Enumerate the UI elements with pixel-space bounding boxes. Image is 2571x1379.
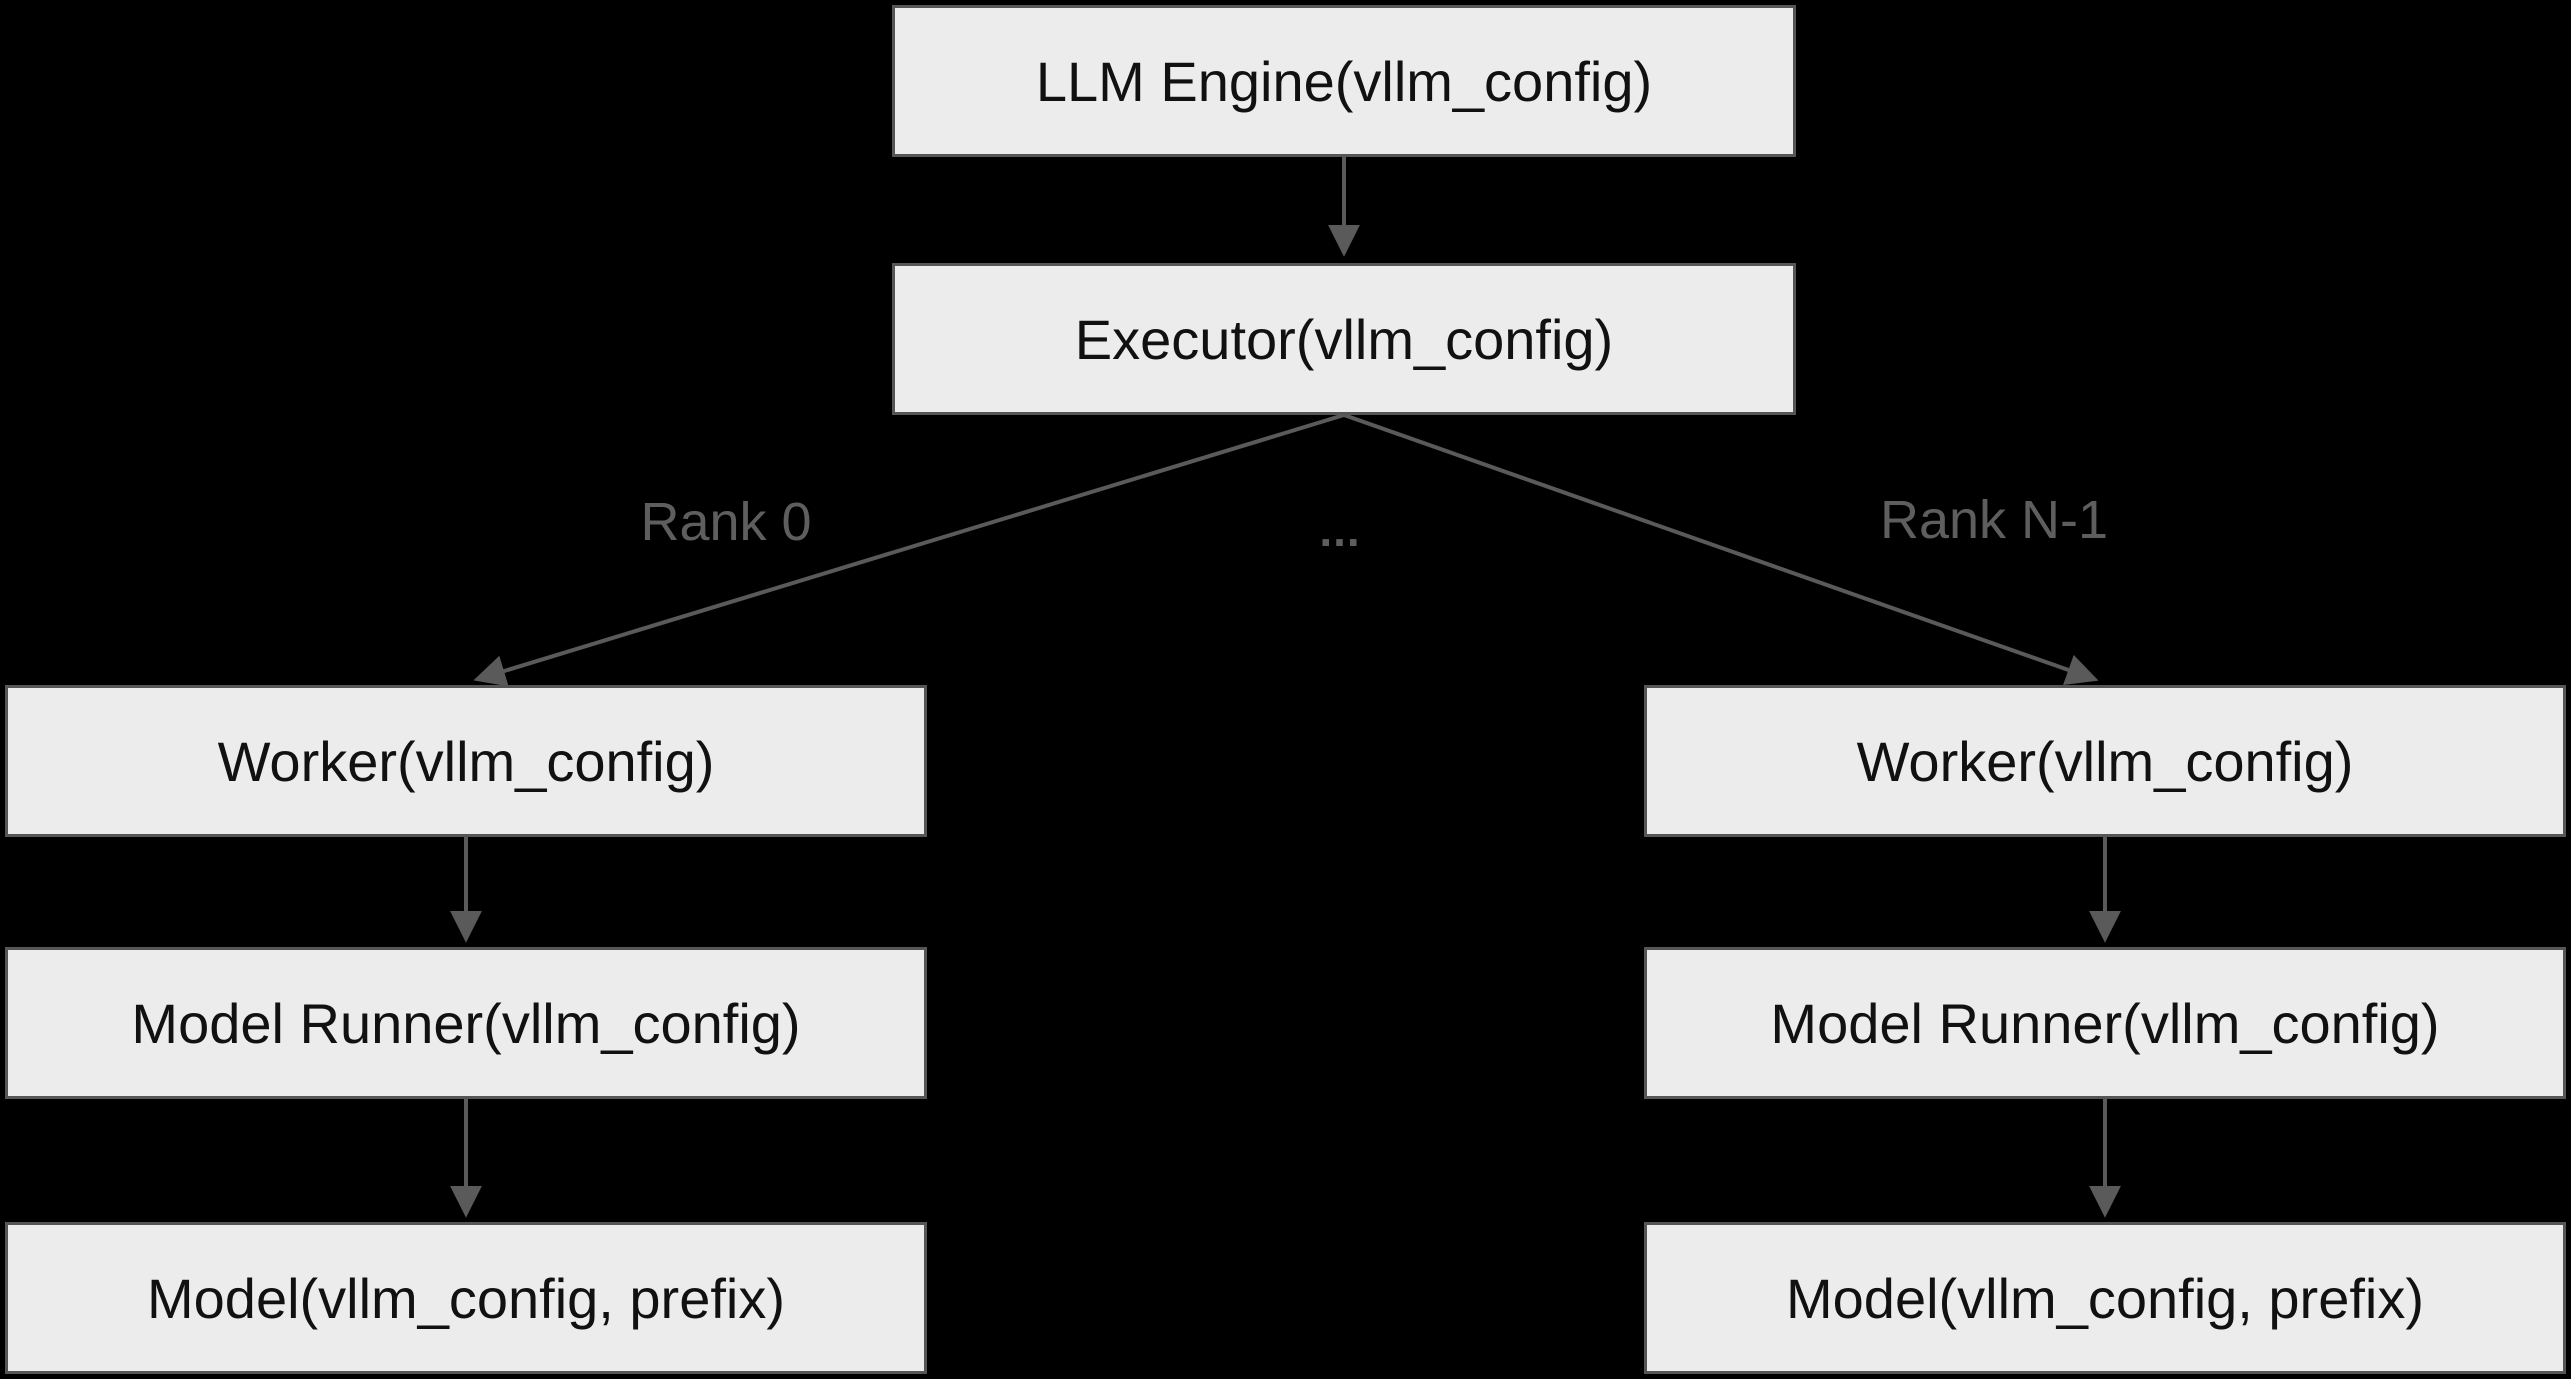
node-worker-0: Worker(vllm_config) <box>5 685 927 837</box>
node-model-n: Model(vllm_config, prefix) <box>1644 1222 2566 1374</box>
edge-label-ellipsis: ... <box>1319 504 1361 556</box>
node-worker-n: Worker(vllm_config) <box>1644 685 2566 837</box>
node-model-runner-0: Model Runner(vllm_config) <box>5 947 927 1099</box>
node-executor: Executor(vllm_config) <box>892 263 1796 415</box>
node-model-0: Model(vllm_config, prefix) <box>5 1222 927 1374</box>
edge-executor-to-worker-0 <box>473 413 1345 687</box>
edge-label-rank-0: Rank 0 <box>640 492 812 552</box>
node-llm-engine: LLM Engine(vllm_config) <box>892 5 1796 157</box>
node-model-runner-n: Model Runner(vllm_config) <box>1644 947 2566 1099</box>
edge-label-rank-n-1: Rank N-1 <box>1879 490 2109 550</box>
